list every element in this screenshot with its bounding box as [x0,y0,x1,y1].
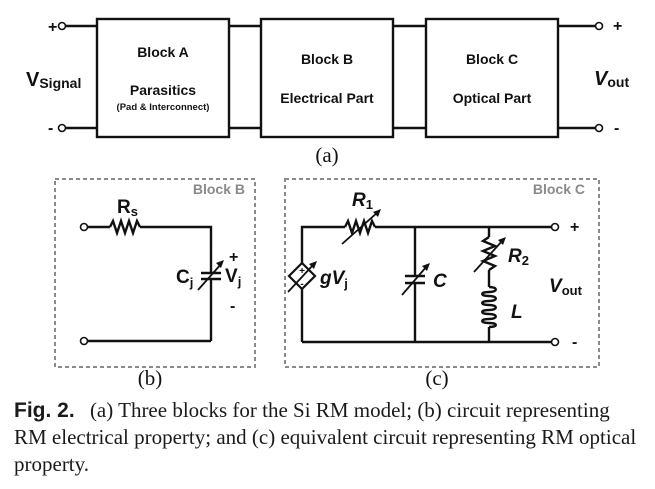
input-plus-sign: + [48,19,57,36]
block-b-line1: Electrical Part [280,90,374,106]
block-c-title: Block C [466,51,518,67]
input-minus-sign: - [48,120,53,137]
source-plus: + [299,266,305,277]
v-signal-label: VSignal [26,69,81,91]
rs-resistor [108,217,142,237]
block-c-line1: Optical Part [453,90,532,106]
caption-text: (a) Three blocks for the Si RM model; (b… [14,398,637,476]
vj-label: Vj [225,266,241,289]
r1-arrow-head [373,209,381,217]
block-c-tag: Block C [533,181,585,197]
block-a-title: Block A [137,44,189,60]
output-plus-terminal [594,21,604,31]
v-out-label-c: Vout [549,276,583,298]
b-bottom-terminal [79,336,89,346]
figure-number: Fig. 2. [14,399,75,422]
r1-label: R1 [352,190,373,212]
c-variable-arrow [401,265,428,296]
block-b-title: Block B [301,51,353,67]
r2-variable-arrow [473,239,504,273]
source-minus: - [300,279,303,290]
r1-variable-arrow [341,211,379,245]
rs-label: Rs [117,197,138,219]
source-variable-arrow [287,263,315,293]
c-plus-terminal [550,222,560,232]
cj-label: Cj [176,267,193,290]
r2-arrow-head [498,237,506,245]
l-label: L [511,302,523,323]
panel-b: Block B Rs Cj Vj + - (b) [54,178,256,390]
output-minus-terminal [594,123,604,133]
c-minus-sign: - [572,334,577,351]
panel-c: Block C R1 + - gVj C R2 L [284,178,600,390]
block-b-tag: Block B [193,181,245,197]
block-b [259,17,395,139]
block-a [95,17,231,139]
block-c-boundary [284,178,600,368]
panel-a: + - VSignal Block A Parasitics (Pad & In… [26,17,629,167]
c-arrow-head [422,263,430,271]
panel-c-label: (c) [425,366,448,390]
c-left-top-wire [300,225,345,263]
output-plus-sign: + [613,18,622,35]
cj-arrow-head [216,260,224,268]
cj-variable-arrow [197,262,223,291]
figure-caption: Fig. 2. (a) Three blocks for the Si RM m… [14,397,644,478]
gvj-label: gVj [319,268,348,291]
r2-resistor [479,236,499,271]
input-plus-terminal [57,21,67,31]
b-top-terminal [79,222,89,232]
r2-label: R2 [508,246,529,268]
r1-resistor [343,217,377,237]
v-out-label-a: Vout [594,68,629,90]
b-top-wire-right [140,225,213,252]
block-a-line2: (Pad & Interconnect) [117,102,210,113]
vj-minus-sign: - [230,298,235,315]
vj-plus-sign: + [229,249,238,266]
panel-b-label: (b) [138,366,163,390]
output-minus-sign: - [614,120,619,137]
block-b-boundary [54,178,256,368]
c-minus-terminal [550,337,560,347]
c-label: C [433,271,447,292]
l-inductor [481,285,497,329]
input-minus-terminal [57,123,67,133]
block-c [424,17,560,139]
c-plus-sign: + [570,219,579,236]
source-arrow-head [309,261,317,269]
panel-a-label: (a) [315,143,338,167]
block-a-line1: Parasitics [130,82,196,98]
